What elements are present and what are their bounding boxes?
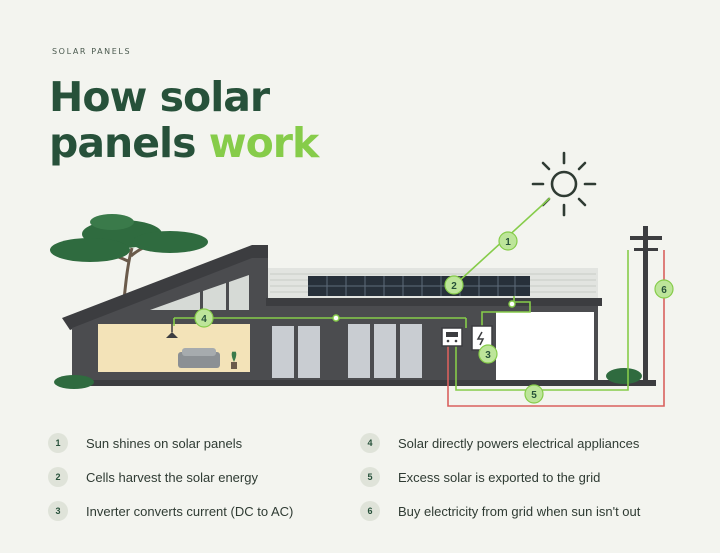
step-marker-2: 2	[444, 275, 464, 295]
legend-badge-6: 6	[360, 501, 380, 521]
step-marker-3: 3	[478, 344, 498, 364]
title-accent: work	[208, 119, 320, 167]
svg-text:4: 4	[201, 314, 207, 325]
utility-pole	[630, 226, 662, 386]
legend-text-4: Solar directly powers electrical applian…	[398, 435, 640, 451]
legend-text-6: Buy electricity from grid when sun isn't…	[398, 503, 641, 519]
svg-text:3: 3	[485, 350, 491, 361]
legend-text-1: Sun shines on solar panels	[86, 435, 243, 451]
legend-badge-3: 3	[48, 501, 68, 521]
wiring-grid-red	[447, 250, 665, 407]
legend-badge-5: 5	[360, 467, 380, 487]
legend-badge-1: 1	[48, 433, 68, 453]
legend-item-1: 1 Sun shines on solar panels	[48, 426, 360, 460]
legend-text-2: Cells harvest the solar energy	[86, 469, 258, 485]
step-marker-5: 5	[524, 384, 544, 404]
legend-item-3: 3 Inverter converts current (DC to AC)	[48, 494, 360, 528]
legend-badge-4: 4	[360, 433, 380, 453]
legend-item-4: 4 Solar directly powers electrical appli…	[360, 426, 680, 460]
wire-junctions	[332, 300, 516, 322]
step-marker-4: 4	[194, 308, 214, 328]
svg-text:5: 5	[531, 390, 537, 401]
sun-icon	[531, 151, 597, 217]
legend-item-5: 5 Excess solar is exported to the grid	[360, 460, 680, 494]
bushes-illustration	[54, 368, 642, 389]
step-marker-6: 6	[654, 279, 674, 299]
title-line-1: How solar	[49, 73, 270, 121]
tree-illustration	[50, 214, 208, 301]
eyebrow-label: SOLAR PANELS	[52, 47, 132, 56]
title-line-2: panels	[49, 119, 209, 167]
page-title: How solar panels work	[49, 73, 320, 167]
steps-legend: 1 Sun shines on solar panels 2 Cells har…	[48, 426, 688, 526]
solar-panel-array	[308, 276, 530, 296]
legend-item-2: 2 Cells harvest the solar energy	[48, 460, 360, 494]
legend-text-3: Inverter converts current (DC to AC)	[86, 503, 294, 519]
legend-badge-2: 2	[48, 467, 68, 487]
house-illustration	[60, 245, 656, 386]
legend-item-6: 6 Buy electricity from grid when sun isn…	[360, 494, 680, 528]
legend-text-5: Excess solar is exported to the grid	[398, 469, 601, 485]
electric-meter	[441, 327, 463, 347]
step-marker-1: 1	[498, 231, 518, 251]
svg-text:6: 6	[661, 285, 667, 296]
svg-text:2: 2	[451, 281, 457, 292]
svg-text:1: 1	[505, 237, 511, 248]
